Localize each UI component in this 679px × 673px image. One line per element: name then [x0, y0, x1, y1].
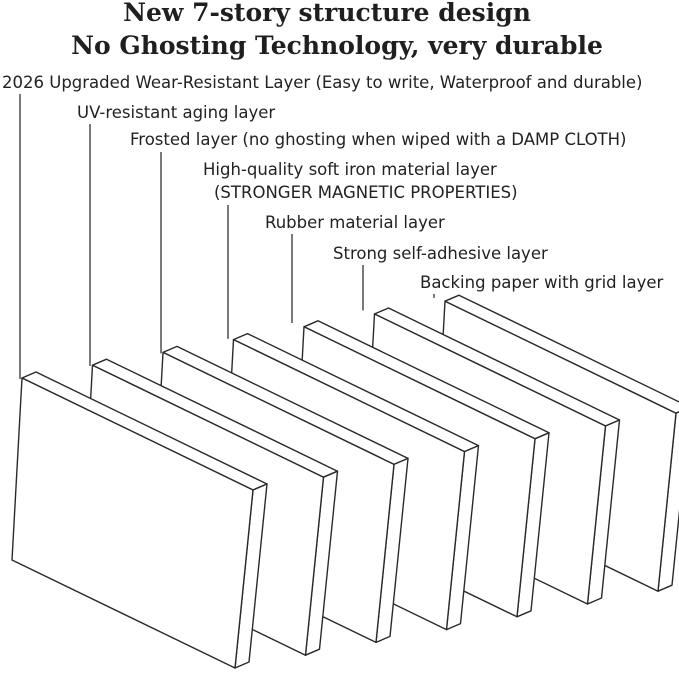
layer-label-2: UV-resistant aging layer [77, 103, 275, 122]
panel-front-face [11, 377, 254, 669]
title-line-1: New 7-story structure design [123, 0, 531, 27]
layer-label-6: Strong self-adhesive layer [333, 244, 548, 263]
layer-label-7: Backing paper with grid layer [420, 273, 663, 292]
leader-lines [19, 94, 435, 380]
layer-label-5: Rubber material layer [265, 213, 445, 232]
layer-label-4-line-1: High-quality soft iron material layer [203, 160, 497, 179]
layer-label-4-line-2: (STRONGER MAGNETIC PROPERTIES) [214, 183, 518, 202]
layer-label-3: Frosted layer (no ghosting when wiped wi… [130, 130, 626, 149]
layer-panel-1 [11, 371, 268, 669]
layer-label-1: 2026 Upgraded Wear-Resistant Layer (Easy… [2, 73, 642, 92]
title-line-2: No Ghosting Technology, very durable [71, 31, 603, 60]
layer-panels [11, 294, 679, 669]
layer-labels: 2026 Upgraded Wear-Resistant Layer (Easy… [2, 73, 663, 292]
